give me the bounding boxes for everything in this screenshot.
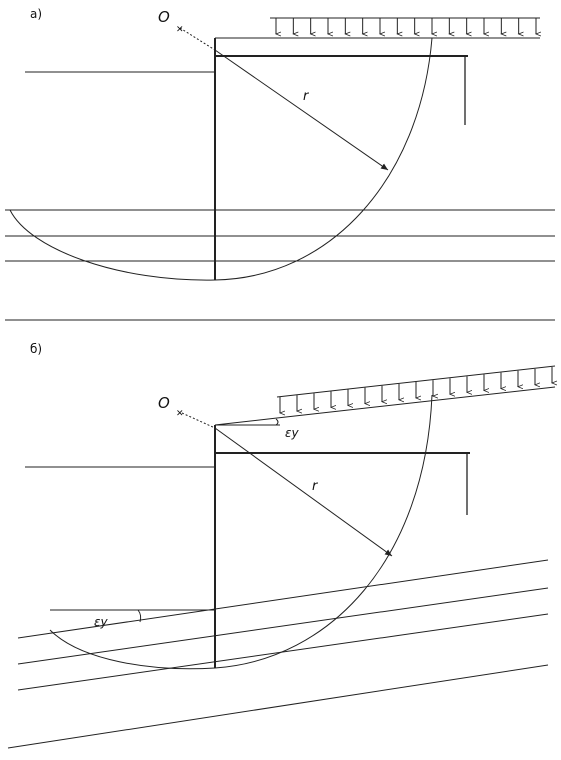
panel-a-radius-label: r	[303, 89, 310, 104]
panel-b-soil-layer-4	[7, 664, 549, 749]
panel-a-slip-circle	[9, 37, 433, 281]
panel-a: а) ✕ O r	[5, 7, 555, 321]
panel-b-backfill-surface	[214, 417, 278, 426]
panel-a-center-dashed-link	[179, 27, 216, 51]
panel-b-angle-label-top: εу	[285, 426, 299, 440]
panel-a-center-mark: ✕	[176, 25, 184, 35]
panel-b-distributed-load	[276, 365, 555, 413]
panel-a-label: а)	[30, 7, 42, 21]
panel-a-center-label: O	[158, 8, 170, 26]
panel-b-center-label: O	[158, 394, 170, 412]
panel-b-bottom-angle-arc	[137, 609, 142, 623]
panel-b-backfill-surface-upper	[276, 386, 556, 419]
panel-b-label: б)	[30, 342, 42, 356]
panel-a-distributed-load	[270, 17, 540, 34]
panel-b-radius-label: r	[312, 479, 319, 494]
panel-b-center-mark: ✕	[176, 409, 184, 419]
panel-b-soil-layer-2	[17, 587, 549, 665]
panel-b-radius-arrow	[214, 427, 393, 557]
panel-a-radius-arrow	[214, 49, 389, 171]
panel-b-soil-layer-1	[17, 559, 549, 639]
panel-b-top-angle-arc	[275, 418, 279, 426]
panel-b: б) εу εу ✕ O r	[7, 342, 556, 749]
panel-b-slip-circle	[49, 394, 433, 670]
panel-b-center-dashed-link	[181, 412, 216, 429]
